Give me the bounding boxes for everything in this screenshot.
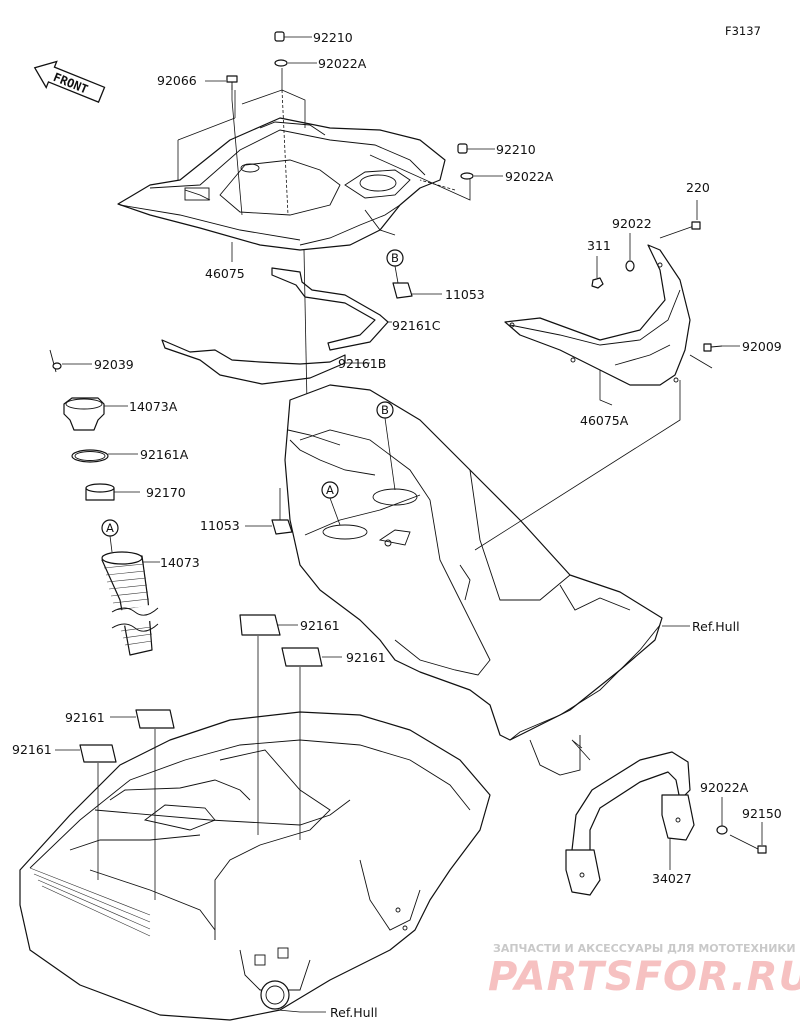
decal-92161-c	[135, 709, 175, 729]
callout-a-left: A	[101, 519, 119, 537]
label-ref-hull-right: Ref.Hull	[692, 619, 740, 634]
screw-92009-icon	[703, 343, 723, 352]
label-34027: 34027	[652, 871, 692, 886]
label-11053-mid: 11053	[200, 518, 240, 533]
clip-11053-mid-icon	[271, 519, 293, 535]
label-14073A: 14073A	[129, 399, 178, 414]
bolt-92066-icon	[226, 75, 238, 90]
label-ref-hull-bottom: Ref.Hull	[330, 1005, 378, 1020]
label-92170: 92170	[146, 485, 186, 500]
front-arrow-icon: FRONT	[33, 60, 106, 104]
decal-92161-b	[281, 647, 323, 667]
callout-b-hull: B	[376, 401, 394, 419]
handle-34027	[565, 751, 695, 896]
label-92161-c: 92161	[65, 710, 105, 725]
svg-text:B: B	[381, 403, 389, 417]
part-46075A-rear-cover	[504, 244, 691, 386]
lower-hull	[19, 711, 491, 1021]
part-46075-top-cover	[117, 117, 446, 251]
washer-92022-icon	[625, 260, 635, 272]
washer-92022A-top-icon	[274, 59, 288, 67]
washer-92022A-right-icon	[460, 172, 474, 180]
label-92022: 92022	[612, 216, 652, 231]
label-92161C: 92161C	[392, 318, 441, 333]
label-92161A: 92161A	[140, 447, 189, 462]
callout-a-hull: A	[321, 481, 339, 499]
washer-92022A-bottom-icon	[716, 825, 728, 835]
screw-92039-icon	[49, 349, 62, 373]
label-92009: 92009	[742, 339, 782, 354]
fastener-92210-right-icon	[457, 143, 468, 154]
label-14073: 14073	[160, 555, 200, 570]
bolt-92150-icon	[729, 834, 767, 854]
clip-11053-top-icon	[392, 282, 413, 299]
label-92161B: 92161B	[338, 356, 386, 371]
diagram-code: F3137	[725, 24, 761, 38]
fitting-14073A	[63, 397, 105, 431]
label-92150: 92150	[742, 806, 782, 821]
label-92066: 92066	[157, 73, 197, 88]
label-311: 311	[587, 238, 611, 253]
label-46075: 46075	[205, 266, 245, 281]
oring-92161A-icon	[71, 449, 109, 463]
hull-deck	[284, 384, 663, 776]
label-11053-top: 11053	[445, 287, 485, 302]
watermark-brand: PARTSFOR.RU	[488, 954, 800, 1000]
label-92161-b: 92161	[346, 650, 386, 665]
fastener-92210-top-icon	[274, 31, 285, 42]
gasket-92161C	[271, 267, 389, 351]
label-220: 220	[686, 180, 710, 195]
watermark-tagline: ЗАПЧАСТИ И АКСЕССУАРЫ ДЛЯ МОТОТЕХНИКИ	[493, 942, 796, 955]
callout-b-top: B	[386, 249, 404, 267]
label-92022A-bottom: 92022A	[700, 780, 749, 795]
decal-92161-a	[239, 614, 281, 636]
bolt-220-icon	[659, 221, 701, 239]
svg-text:B: B	[391, 251, 399, 265]
decal-92161-d	[79, 744, 117, 763]
label-92161-a: 92161	[300, 618, 340, 633]
label-46075A: 46075A	[580, 413, 629, 428]
label-92161-d: 92161	[12, 742, 52, 757]
label-92039: 92039	[94, 357, 134, 372]
label-92210-top: 92210	[313, 30, 353, 45]
gasket-92161B	[161, 339, 346, 385]
svg-text:A: A	[106, 521, 114, 535]
label-92022A-top: 92022A	[318, 56, 367, 71]
label-92210-right: 92210	[496, 142, 536, 157]
hose-14073	[101, 551, 159, 656]
nut-311-icon	[591, 277, 604, 289]
label-92022A-right: 92022A	[505, 169, 554, 184]
svg-text:A: A	[326, 483, 334, 497]
clamp-92170-icon	[85, 483, 115, 501]
